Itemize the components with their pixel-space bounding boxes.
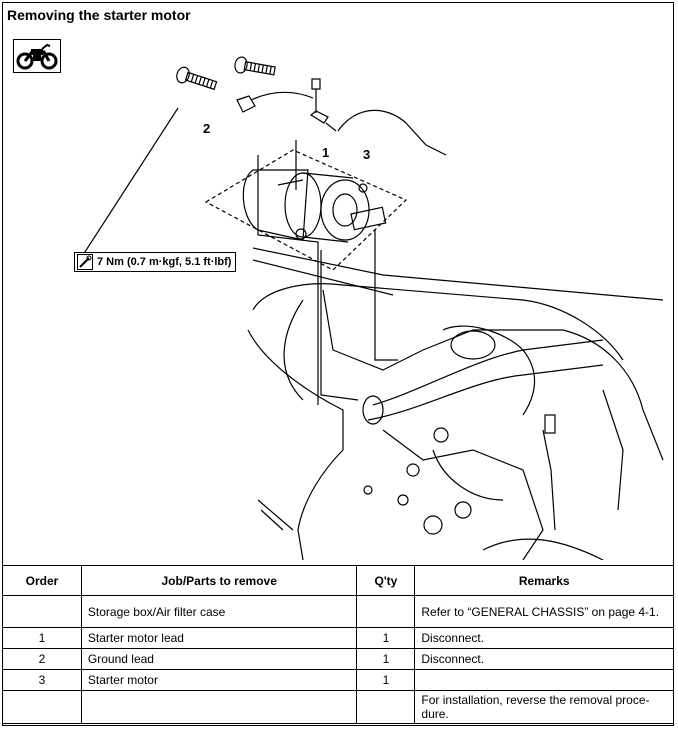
table-row: For installation, reverse the removal pr… — [2, 690, 674, 724]
row-part: Starter motor lead — [80, 627, 358, 649]
parts-table: Order Job/Parts to remove Q'ty Remarks S… — [2, 565, 674, 724]
row-qty: 1 — [356, 627, 416, 649]
table-header-row: Order Job/Parts to remove Q'ty Remarks — [2, 565, 674, 596]
row-remarks — [414, 669, 674, 691]
starter-motor-lead-terminal — [309, 78, 447, 156]
row-part: Storage box/Air filter case — [80, 595, 358, 628]
row-order: 3 — [2, 669, 82, 691]
row-qty — [356, 595, 416, 628]
row-qty: 1 — [356, 669, 416, 691]
page-title: Removing the starter motor — [7, 7, 191, 23]
starter-motor-diagram — [82, 56, 664, 560]
row-part — [80, 690, 358, 724]
row-order — [2, 595, 82, 628]
row-part: Starter motor — [80, 669, 358, 691]
header-qty: Q'ty — [356, 565, 416, 596]
table-row: 3 Starter motor 1 — [2, 669, 674, 691]
row-remarks: Disconnect. — [414, 648, 674, 670]
table-row: 2 Ground lead 1 Disconnect. — [2, 648, 674, 670]
torque-spec: 7 Nm (0.7 m·kgf, 5.1 ft·lbf) — [74, 252, 237, 272]
header-remarks: Remarks — [414, 565, 674, 596]
callout-3: 3 — [363, 147, 371, 162]
header-job-parts: Job/Parts to remove — [80, 565, 358, 596]
row-remarks: Refer to “GENERAL CHASSIS” on page 4-1. — [414, 595, 674, 628]
callout-1: 1 — [322, 145, 330, 160]
callout-2: 2 — [203, 121, 211, 136]
row-qty — [356, 690, 416, 724]
row-order: 2 — [2, 648, 82, 670]
motorcycle-icon — [16, 43, 58, 70]
section-icon-box — [13, 39, 61, 73]
row-remarks: Disconnect. — [414, 627, 674, 649]
torque-value: 7 Nm (0.7 m·kgf, 5.1 ft·lbf) — [97, 256, 232, 268]
row-order — [2, 690, 82, 724]
bolt-left — [176, 66, 218, 91]
torque-wrench-icon — [77, 254, 93, 270]
row-order: 1 — [2, 627, 82, 649]
ground-lead — [236, 91, 314, 113]
header-order: Order — [2, 565, 82, 596]
table-row: Storage box/Air filter case Refer to “GE… — [2, 595, 674, 628]
bolt-top — [234, 56, 276, 76]
row-part: Ground lead — [80, 648, 358, 670]
table-row: 1 Starter motor lead 1 Disconnect. — [2, 627, 674, 649]
starter-motor — [242, 169, 387, 243]
row-qty: 1 — [356, 648, 416, 670]
row-remarks: For installation, reverse the removal pr… — [414, 690, 674, 724]
